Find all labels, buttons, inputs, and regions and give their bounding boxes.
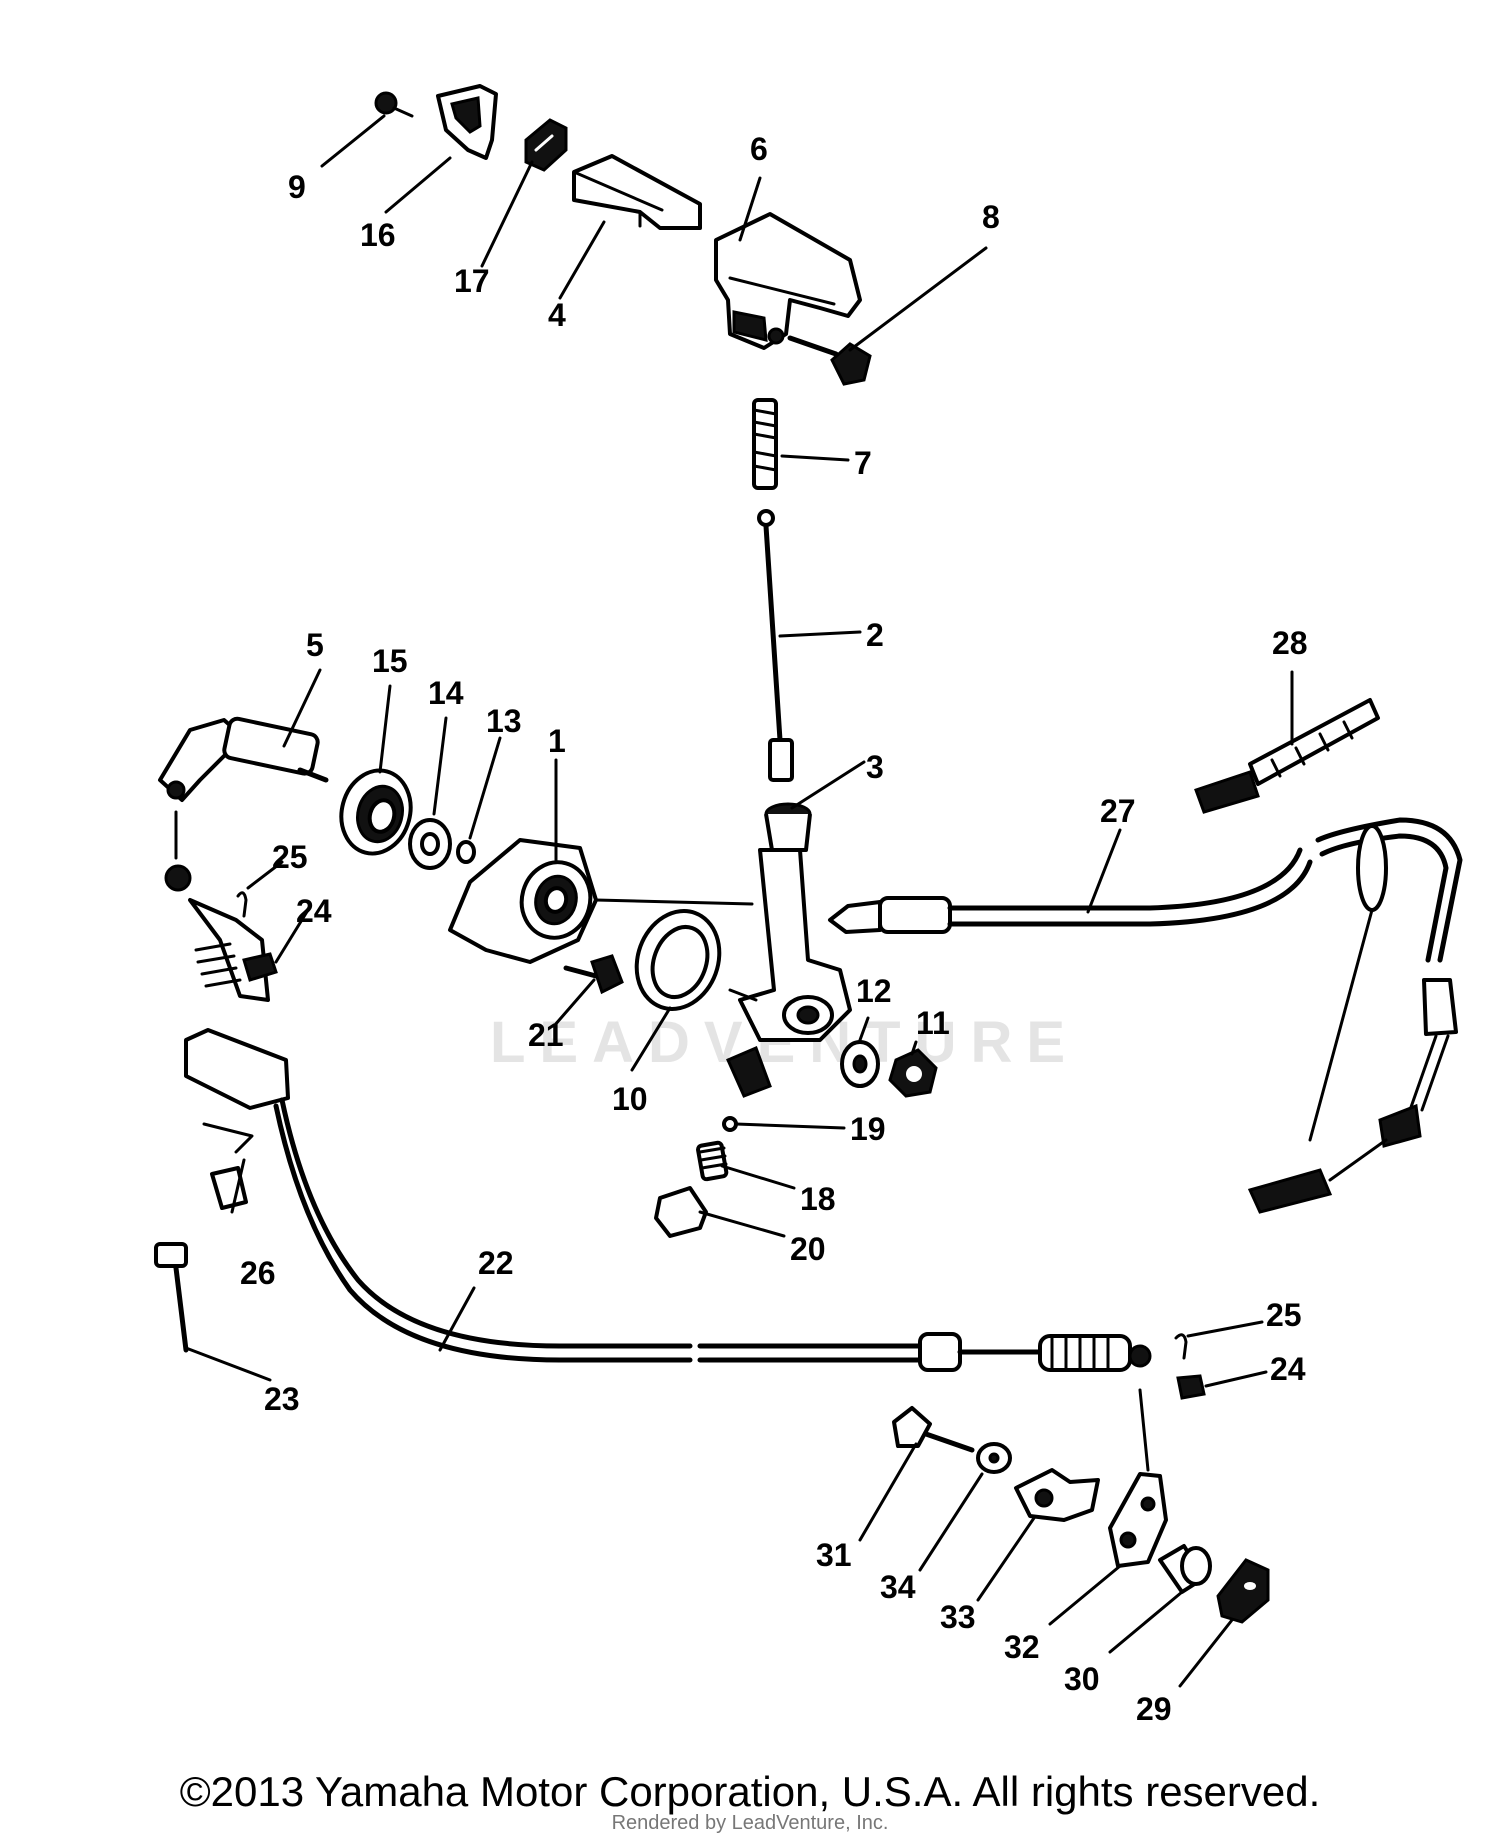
part-23-bolt xyxy=(154,1242,189,1353)
part-15-drum xyxy=(339,768,413,856)
callout-4: 4 xyxy=(548,297,566,333)
part-16-cover xyxy=(436,84,498,160)
part-7-rod xyxy=(752,398,778,490)
callout-16: 16 xyxy=(360,217,396,253)
part-28-tie xyxy=(1194,698,1380,814)
callout-23: 23 xyxy=(264,1381,300,1417)
part-25-cotter-left xyxy=(236,891,248,918)
callout-5: 5 xyxy=(306,627,324,663)
part-33-lever xyxy=(1014,1468,1100,1522)
callout-14: 14 xyxy=(428,675,464,711)
part-22-cable xyxy=(164,864,1152,1372)
callout-2: 2 xyxy=(866,617,884,653)
part-11-nut xyxy=(888,1048,938,1098)
callout-30: 30 xyxy=(1064,1661,1100,1697)
part-2-control-rod xyxy=(757,509,794,782)
callout-28: 28 xyxy=(1272,625,1308,661)
copyright-footer: ©2013 Yamaha Motor Corporation, U.S.A. A… xyxy=(179,1768,1321,1815)
part-24-pin-left xyxy=(242,952,278,982)
callout-31: 31 xyxy=(816,1537,852,1573)
callout-15: 15 xyxy=(372,643,408,679)
part-21-bolt xyxy=(563,954,624,995)
callout-10: 10 xyxy=(612,1081,648,1117)
part-9-screw xyxy=(374,91,414,118)
part-4-grip xyxy=(572,154,702,230)
part-10-seal xyxy=(634,909,722,1011)
callout-19: 19 xyxy=(850,1111,886,1147)
part-25-cotter-right xyxy=(1174,1333,1188,1360)
callout-34: 34 xyxy=(880,1569,916,1605)
callout-17: 17 xyxy=(454,263,490,299)
callout-20: 20 xyxy=(790,1231,826,1267)
callout-6: 6 xyxy=(750,131,768,167)
part-26-nipple xyxy=(202,1122,254,1210)
callout-21: 21 xyxy=(528,1017,564,1053)
leader-lines xyxy=(184,114,1294,1688)
callout-11: 11 xyxy=(916,1005,950,1041)
part-5-shaft xyxy=(158,716,329,802)
callout-25-right: 25 xyxy=(1266,1297,1302,1333)
part-30-bushing xyxy=(1158,1544,1212,1594)
part-13-oring xyxy=(456,840,476,864)
part-14-washer xyxy=(408,818,452,870)
part-1-housing xyxy=(448,838,754,964)
callout-18: 18 xyxy=(800,1181,836,1217)
callout-8: 8 xyxy=(982,199,1000,235)
part-8-bolt xyxy=(787,335,872,386)
part-32-link xyxy=(1108,1472,1168,1568)
part-3-sleeve xyxy=(764,802,812,852)
callout-27: 27 xyxy=(1100,793,1136,829)
part-24-pin-right xyxy=(1176,1374,1206,1400)
part-17-grommet xyxy=(524,118,568,172)
part-12-washer xyxy=(840,1040,880,1088)
part-34-washer xyxy=(976,1442,1012,1474)
part-18-spring xyxy=(696,1140,729,1182)
callout-26: 26 xyxy=(240,1255,276,1291)
callout-33: 33 xyxy=(940,1599,976,1635)
callout-1: 1 xyxy=(548,723,566,759)
part-19-ball xyxy=(722,1116,738,1132)
callouts: 9 16 17 4 6 8 7 2 3 5 15 14 13 1 25 24 2… xyxy=(240,131,1308,1727)
callout-9: 9 xyxy=(288,169,306,205)
callout-3: 3 xyxy=(866,749,884,785)
callout-25-left: 25 xyxy=(272,839,308,875)
part-27-cable xyxy=(828,817,1463,1214)
part-20-sleeve xyxy=(654,1186,708,1238)
callout-24-left: 24 xyxy=(296,893,332,929)
callout-24-right: 24 xyxy=(1270,1351,1306,1387)
leader-32-link xyxy=(1138,1388,1150,1472)
callout-29: 29 xyxy=(1136,1691,1172,1727)
callout-13: 13 xyxy=(486,703,522,739)
callout-32: 32 xyxy=(1004,1629,1040,1665)
rendered-by-text: Rendered by LeadVenture, Inc. xyxy=(611,1812,889,1834)
callout-7: 7 xyxy=(854,445,872,481)
part-31-bolt xyxy=(892,1406,975,1453)
callout-12: 12 xyxy=(856,973,892,1009)
callout-22: 22 xyxy=(478,1245,514,1281)
part-6-handle xyxy=(714,212,862,350)
part-1-bracket xyxy=(726,848,852,1098)
part-29-cap xyxy=(1216,1558,1270,1624)
